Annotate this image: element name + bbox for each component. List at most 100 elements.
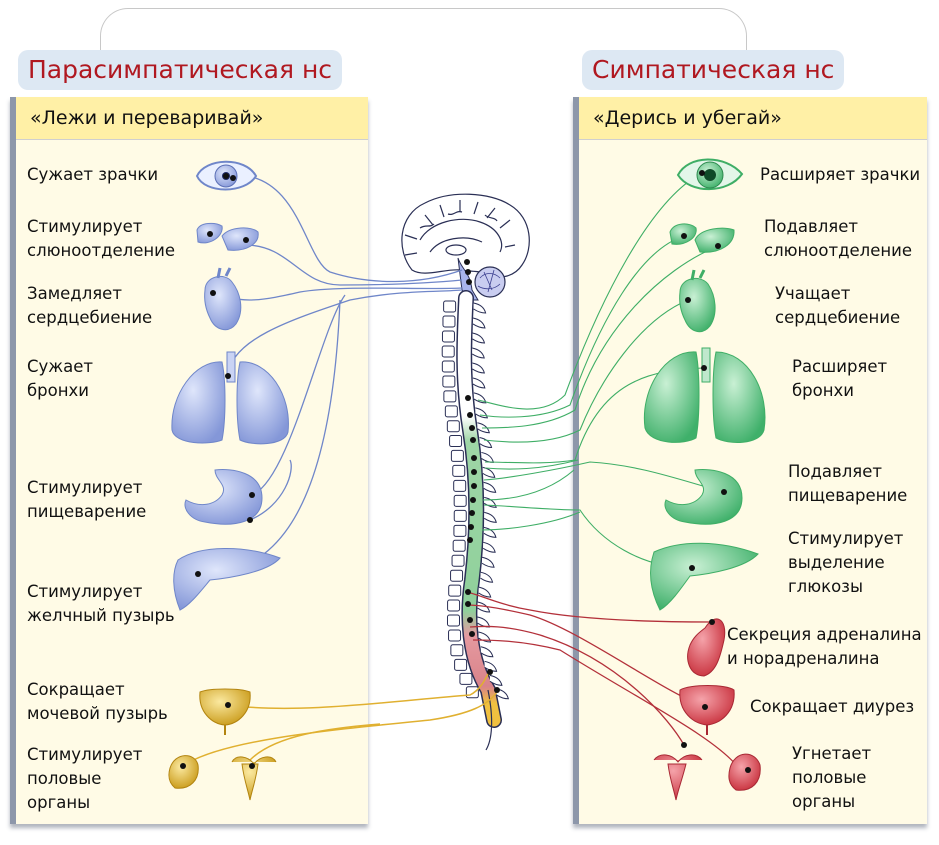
spinous-process: [472, 377, 486, 389]
symp-label-bladder: Сокращает диурез: [750, 697, 915, 716]
vertebra: [465, 686, 479, 699]
vertebra: [441, 345, 455, 358]
spinous-process: [472, 362, 485, 374]
spinous-process: [480, 646, 494, 658]
spinous-process: [472, 332, 486, 344]
ganglion-dot: [195, 571, 201, 577]
ganglion-dot: [180, 763, 186, 769]
spinous-process: [473, 392, 487, 404]
ganglion-dot: [471, 455, 477, 461]
ganglion-dot: [469, 425, 475, 431]
vertebra: [453, 509, 467, 522]
symp-salivary-glands-icon: [669, 223, 735, 253]
ganglion-dot: [470, 437, 476, 443]
ganglion-dot: [468, 524, 474, 530]
vertebra: [449, 435, 463, 448]
parasympathetic-title: Парасимпатическая нс: [18, 50, 343, 90]
sympathetic-lower-nerves: [466, 591, 741, 771]
spinous-process: [484, 660, 498, 672]
ganglion-dot: [249, 492, 255, 498]
spinous-process: [482, 541, 496, 553]
ganglion-dot: [225, 373, 231, 379]
ganglion-dot: [465, 269, 471, 275]
vertebra: [446, 420, 460, 433]
symp-lungs-icon: [643, 347, 766, 443]
spinous-process: [479, 437, 493, 449]
ganglion-dot: [467, 412, 473, 418]
ganglion-dot: [469, 631, 475, 637]
vertebra: [441, 360, 455, 373]
ganglion-dot: [471, 483, 477, 489]
vertebra: [452, 464, 466, 477]
vertebra: [454, 658, 468, 671]
vertebra: [451, 554, 465, 567]
spinous-process: [483, 481, 497, 493]
parasympathetic-panel: «Лежи и переваривай»: [10, 97, 368, 824]
symp-adrenal-kidney-icon: [687, 618, 726, 677]
vertebra: [459, 672, 473, 685]
spinous-process: [472, 317, 486, 329]
ganglion-dot: [701, 365, 707, 371]
spinous-process: [482, 466, 496, 478]
ganglion-dot: [467, 617, 473, 623]
symp-eye-icon: [676, 158, 744, 191]
sympathetic-motto: «Дерись и убегай»: [579, 97, 927, 140]
spinous-process: [483, 511, 497, 523]
ganglion-dot: [721, 489, 727, 495]
ganglion-dot: [207, 231, 213, 237]
spinous-process: [477, 601, 491, 613]
para-male-genitals-icon: [168, 755, 199, 789]
vertebra: [442, 375, 456, 388]
spinous-process: [481, 556, 495, 568]
vertebra: [448, 584, 462, 597]
ganglion-dot: [702, 704, 708, 710]
spinous-process: [481, 451, 495, 463]
spinous-process: [480, 571, 494, 583]
ganglion-dot: [699, 170, 705, 176]
symp-heart-icon: [679, 269, 716, 333]
vertebra: [450, 644, 464, 657]
spinous-process: [477, 616, 491, 628]
spinous-process: [475, 407, 488, 419]
vertebra: [448, 629, 462, 642]
para-lungs-icon: [171, 351, 289, 445]
ganglion-dot: [715, 243, 721, 249]
spine: [441, 290, 510, 751]
vertebra: [447, 599, 461, 612]
cerebellum: [474, 266, 506, 298]
ganglion-dot: [464, 259, 470, 265]
brain: [401, 193, 530, 278]
sacral-nerves: [182, 671, 498, 767]
para-salivary-glands-icon: [196, 222, 259, 251]
vertebra: [442, 315, 456, 328]
ganglion-dot: [689, 565, 695, 571]
vertebra: [443, 300, 457, 313]
para-bladder-icon: [199, 688, 251, 735]
ganglion-dot: [249, 763, 255, 769]
ganglion-dot: [465, 589, 471, 595]
symp-liver-icon: [650, 542, 759, 611]
ganglion-dot: [709, 619, 715, 625]
ganglion-dot: [210, 290, 216, 296]
ganglion-dot: [225, 702, 231, 708]
ganglion-dot: [247, 517, 253, 523]
para-stomach-icon: [184, 469, 263, 525]
vertebra: [453, 479, 467, 492]
spinous-process: [489, 674, 503, 686]
vertebra: [453, 494, 467, 507]
vertebra: [441, 330, 455, 343]
sympathetic-title: Симпатическая нс: [582, 50, 845, 90]
